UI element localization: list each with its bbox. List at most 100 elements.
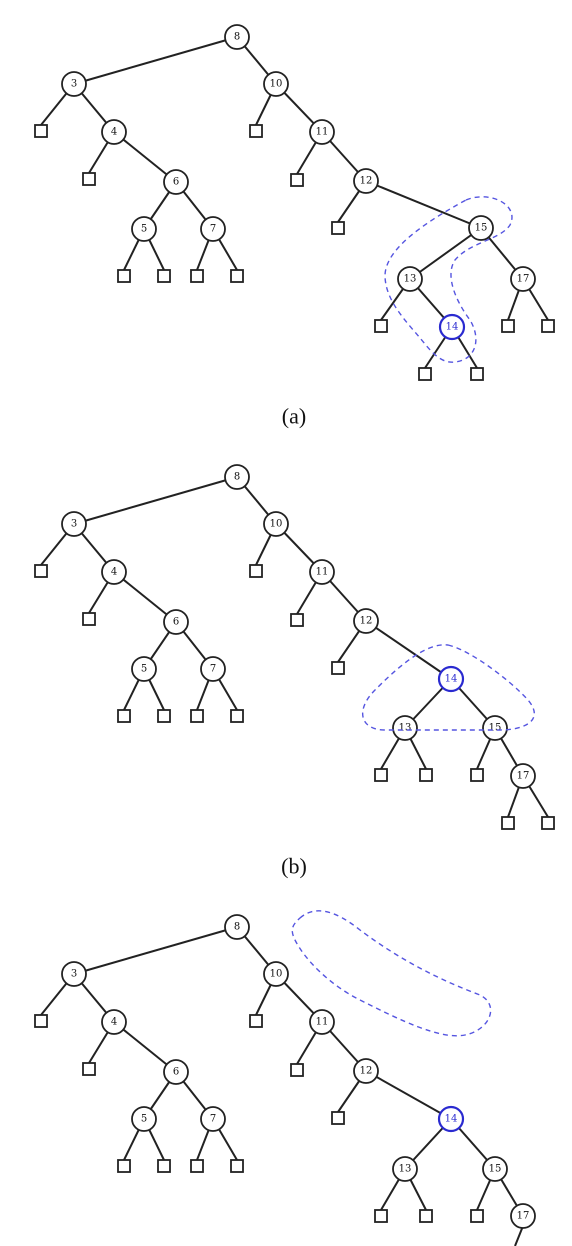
node-label-8: 8 (234, 472, 240, 483)
node-circle-5 (131, 216, 157, 242)
null-leaf (374, 319, 388, 333)
null-leaf (249, 124, 263, 138)
node-circle-5 (131, 656, 157, 682)
null-leaf (230, 709, 244, 723)
null-leaf (82, 172, 96, 186)
edge-17-cut (514, 1225, 524, 1246)
node-circle-13 (397, 266, 423, 292)
node-label-8: 8 (234, 922, 240, 933)
node-circle-17 (510, 266, 536, 292)
node-label-17: 17 (517, 1211, 530, 1222)
node-label-7: 7 (210, 224, 216, 235)
null-leaf (501, 816, 515, 830)
panel-a-caption: (a) (282, 404, 306, 429)
node-label-17: 17 (517, 274, 530, 285)
null-leaf (374, 1209, 388, 1223)
node-label-11: 11 (316, 1017, 329, 1028)
node-circle-12 (353, 608, 379, 634)
node-circle-3 (61, 511, 87, 537)
node-circle-14 (437, 665, 465, 693)
null-leaf (470, 768, 484, 782)
panel-b-caption: (b) (281, 854, 307, 879)
null-leaf (419, 768, 433, 782)
node-label-7: 7 (210, 1114, 216, 1125)
edge-12-15 (365, 180, 482, 229)
null-leaf (249, 564, 263, 578)
panel-a-edges (40, 36, 549, 369)
node-label-3: 3 (71, 519, 77, 530)
node-circle-13 (392, 715, 418, 741)
node-label-7: 7 (210, 664, 216, 675)
node-circle-4 (101, 1009, 127, 1035)
null-leaf (290, 173, 304, 187)
edge-12-14 (365, 1070, 452, 1120)
node-circle-11 (309, 559, 335, 585)
node-label-10: 10 (270, 79, 283, 90)
null-leaf (541, 816, 555, 830)
null-leaf (190, 269, 204, 283)
node-label-14: 14 (445, 1114, 458, 1125)
node-circle-11 (309, 1009, 335, 1035)
null-leaf (249, 1014, 263, 1028)
null-leaf (190, 709, 204, 723)
null-leaf (331, 661, 345, 675)
edge-4-6 (113, 131, 177, 183)
null-leaf (34, 124, 48, 138)
node-circle-15 (482, 1156, 508, 1182)
null-leaf (541, 319, 555, 333)
null-leaf (117, 709, 131, 723)
node-circle-12 (353, 1058, 379, 1084)
edge-4-6 (113, 571, 177, 623)
panel-a-dashed-outline (384, 196, 513, 363)
node-circle-15 (468, 215, 494, 241)
panel-b-leaves (34, 564, 555, 830)
node-label-12: 12 (360, 616, 373, 627)
node-circle-8 (224, 24, 250, 50)
edge-8-3 (73, 36, 238, 85)
node-circle-6 (163, 1059, 189, 1085)
null-leaf (374, 768, 388, 782)
node-label-4: 4 (111, 1017, 117, 1028)
null-leaf (157, 1159, 171, 1173)
node-circle-3 (61, 961, 87, 987)
null-leaf (82, 612, 96, 626)
null-leaf (331, 221, 345, 235)
node-circle-3 (61, 71, 87, 97)
node-circle-11 (309, 119, 335, 145)
null-leaf (470, 1209, 484, 1223)
node-label-14: 14 (446, 322, 459, 333)
node-label-4: 4 (111, 127, 117, 138)
node-circle-10 (263, 961, 289, 987)
panel-a-leaves (34, 124, 555, 381)
panel-c-leaves (34, 1014, 484, 1223)
node-label-17: 17 (517, 771, 530, 782)
node-circle-17 (510, 763, 536, 789)
node-circle-4 (101, 119, 127, 145)
null-leaf (157, 269, 171, 283)
null-leaf (34, 1014, 48, 1028)
null-leaf (290, 1063, 304, 1077)
node-label-3: 3 (71, 969, 77, 980)
node-label-3: 3 (71, 79, 77, 90)
node-label-12: 12 (360, 1066, 373, 1077)
node-label-11: 11 (316, 127, 329, 138)
node-label-14: 14 (445, 674, 458, 685)
node-label-6: 6 (173, 617, 179, 628)
edge-12-14 (365, 620, 452, 680)
node-circle-8 (224, 914, 250, 940)
node-label-13: 13 (399, 723, 412, 734)
null-leaf (290, 613, 304, 627)
null-leaf (117, 1159, 131, 1173)
node-label-15: 15 (489, 1164, 502, 1175)
null-leaf (419, 1209, 433, 1223)
node-label-13: 13 (404, 274, 417, 285)
node-label-5: 5 (141, 224, 147, 235)
node-label-12: 12 (360, 176, 373, 187)
node-circle-15 (482, 715, 508, 741)
node-circle-6 (163, 169, 189, 195)
node-label-10: 10 (270, 969, 283, 980)
